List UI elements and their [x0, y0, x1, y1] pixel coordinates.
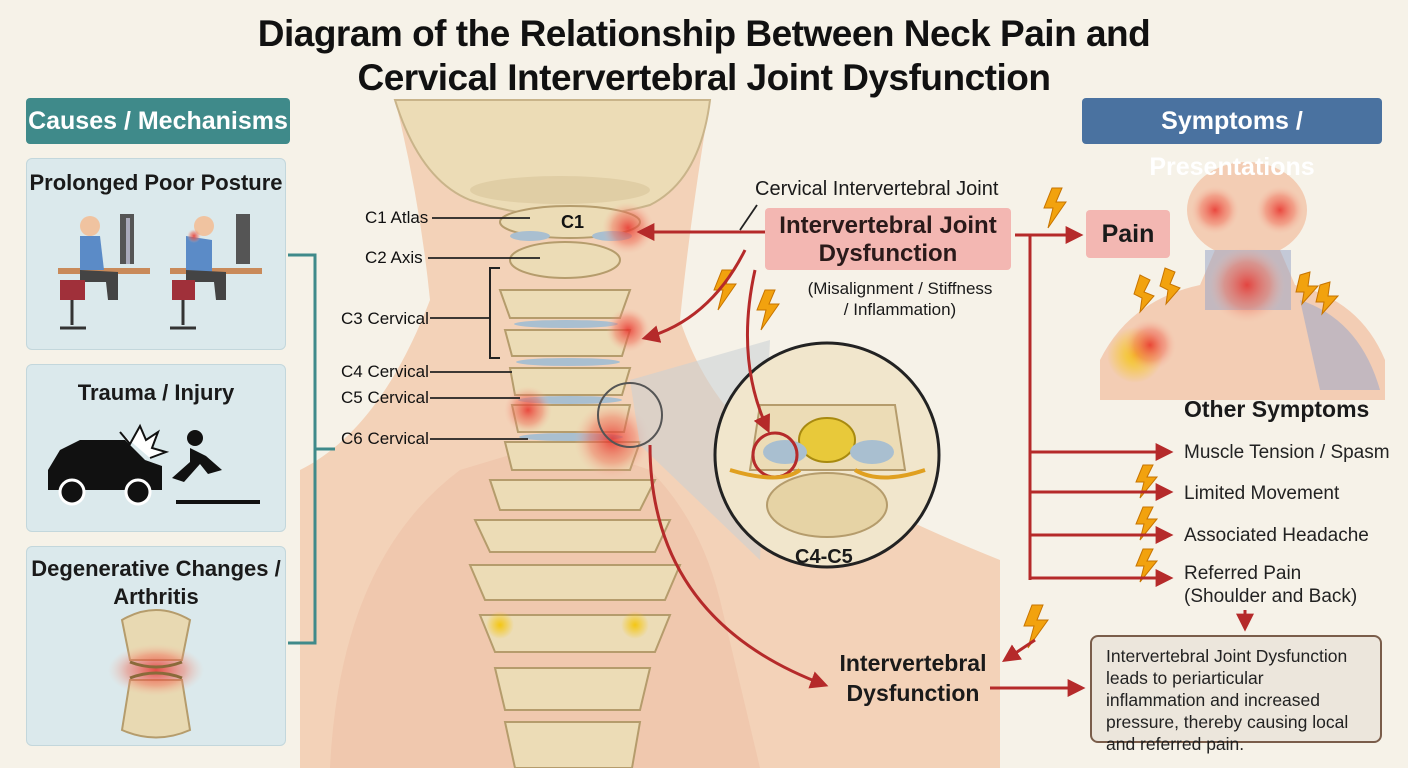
spine-column — [468, 205, 682, 768]
label-c2-axis: C2 Axis — [365, 248, 423, 267]
symptom-referred-pain: Referred Pain (Shoulder and Back) — [1184, 562, 1357, 608]
other-symptoms-title: Other Symptoms — [1184, 396, 1370, 422]
cause-title-degenerative-line-1: Degenerative Changes / — [31, 556, 281, 581]
bottom-dysfunction-line-2: Dysfunction — [846, 680, 980, 706]
cause-title-degenerative: Degenerative Changes / Arthritis — [27, 555, 285, 611]
label-c1-atlas: C1 Atlas — [365, 208, 429, 227]
pain-box: Pain — [1086, 210, 1170, 258]
c4-c5-inset — [713, 341, 941, 569]
inset-label: C4-C5 — [795, 546, 853, 568]
symptom-limited-movement: Limited Movement — [1184, 483, 1340, 504]
dysfunction-box-line-1: Intervertebral Joint — [779, 212, 997, 239]
dysfunction-subtitle-line-2: / Inflammation) — [843, 300, 957, 319]
cause-panel-posture: Prolonged Poor Posture — [26, 158, 286, 350]
bottom-dysfunction-label: Intervertebral Dysfunction — [828, 648, 998, 708]
spine-inflammation — [486, 202, 654, 639]
symptom-associated-headache: Associated Headache — [1184, 525, 1369, 546]
cause-title-posture: Prolonged Poor Posture — [29, 170, 283, 195]
cause-title-degenerative-line-2: Arthritis — [113, 584, 199, 609]
symptom-muscle-tension: Muscle Tension / Spasm — [1184, 442, 1390, 463]
label-c1-mark: C1 — [561, 212, 585, 232]
symptoms-header: Symptoms / Presentations — [1082, 98, 1382, 181]
causes-header: Causes / Mechanisms — [26, 98, 290, 144]
diagram-title: Diagram of the Relationship Between Neck… — [0, 12, 1408, 100]
dysfunction-subtitle: (Misalignment / Stiffness / Inflammation… — [790, 278, 1010, 320]
joint-label: Cervical Intervertebral Joint — [755, 178, 999, 200]
causes-bracket — [288, 253, 335, 645]
title-line-1: Diagram of the Relationship Between Neck… — [257, 13, 1151, 54]
dysfunction-box-line-2: Dysfunction — [818, 240, 958, 267]
label-c4-cervical: C4 Cervical — [341, 362, 429, 381]
symptom-referred-pain-line-2: (Shoulder and Back) — [1184, 586, 1358, 607]
cause-panel-degenerative: Degenerative Changes / Arthritis — [26, 546, 286, 746]
dysfunction-box: Intervertebral Joint Dysfunction — [765, 208, 1011, 270]
back-shoulders-figure — [1100, 162, 1385, 400]
relationship-arrows — [636, 223, 1254, 697]
label-c6-cervical: C6 Cervical — [341, 429, 429, 448]
label-c3-cervical: C3 Cervical — [341, 309, 429, 328]
lightning-icons — [713, 187, 1340, 649]
dysfunction-subtitle-line-1: (Misalignment / Stiffness — [807, 279, 993, 298]
bottom-dysfunction-line-1: Intervertebral — [839, 650, 987, 676]
cause-title-trauma: Trauma / Injury — [77, 380, 235, 405]
vertebra-leader-lines — [428, 217, 540, 440]
c3-bracket — [489, 267, 500, 359]
cause-panel-trauma: Trauma / Injury — [26, 364, 286, 532]
explanation-note: Intervertebral Joint Dysfunction leads t… — [1090, 635, 1382, 754]
symptom-referred-pain-line-1: Referred Pain — [1184, 563, 1302, 584]
joint-leader-line — [739, 204, 758, 231]
title-line-2: Cervical Intervertebral Joint Dysfunctio… — [357, 57, 1051, 98]
inset-source-circle — [597, 382, 663, 448]
label-c5-cervical: C5 Cervical — [341, 388, 429, 407]
